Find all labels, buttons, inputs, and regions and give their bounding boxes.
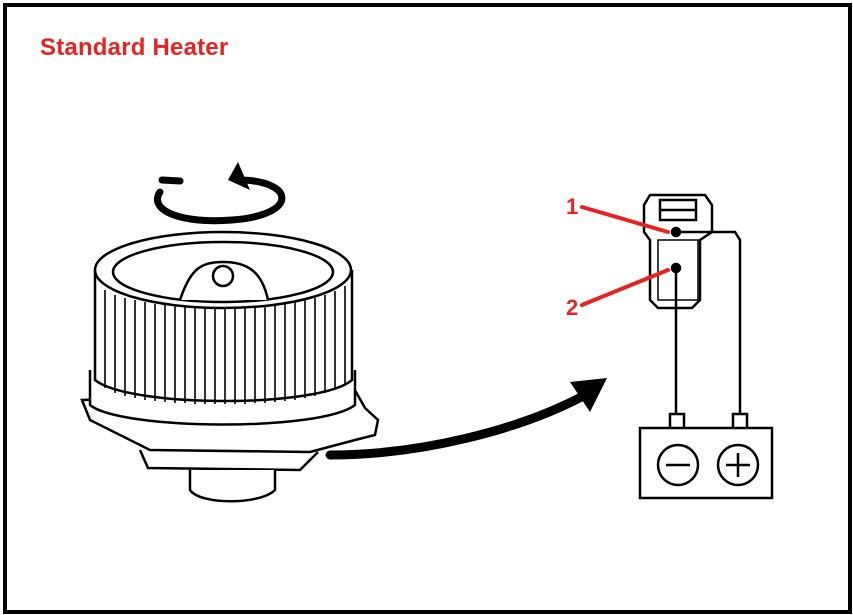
rotation-arrow-icon bbox=[154, 162, 286, 225]
callout-leaders bbox=[580, 205, 670, 307]
wiring bbox=[674, 230, 742, 415]
diagram-title: Standard Heater bbox=[40, 34, 229, 61]
callout-1-label: 1 bbox=[566, 194, 578, 219]
callout-2-label: 2 bbox=[566, 295, 578, 320]
blower-motor-icon bbox=[80, 230, 380, 503]
flow-arrow-icon bbox=[325, 378, 607, 460]
connector-icon bbox=[642, 193, 714, 310]
battery-icon bbox=[638, 412, 774, 500]
callout-2-leader bbox=[580, 268, 670, 307]
callout-1-leader bbox=[580, 205, 670, 234]
